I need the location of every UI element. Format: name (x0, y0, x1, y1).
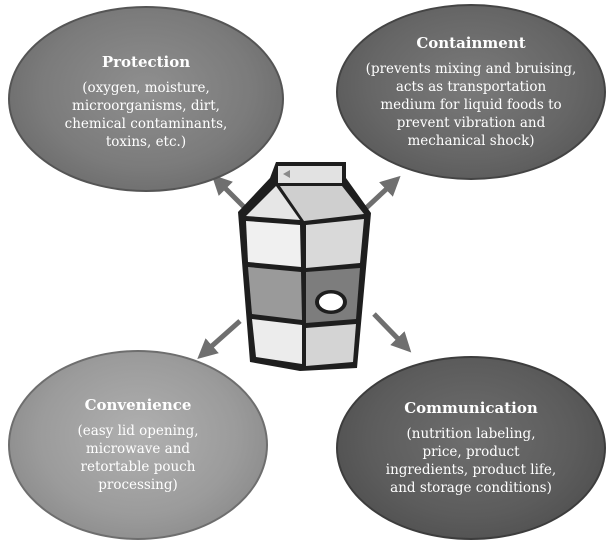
carton-lower-right (306, 324, 356, 366)
carton-top-fin (278, 166, 342, 183)
arrow-to-convenience (197, 319, 242, 359)
carton-roof-right (280, 186, 364, 221)
containment-bubble: Containment (prevents mixing and bruisin… (336, 4, 606, 180)
carton-upper-left (246, 221, 301, 267)
containment-title: Containment (416, 34, 526, 52)
convenience-line: microwave and (85, 441, 191, 457)
protection-title: Protection (101, 53, 191, 71)
convenience-line: retortable pouch (80, 459, 196, 475)
communication-line: ingredients, product life, (385, 462, 557, 478)
protection-line: chemical contaminants, (64, 116, 228, 132)
containment-line: mechanical shock) (407, 133, 535, 149)
communication-description: (nutrition labeling, price, product ingr… (386, 425, 556, 497)
containment-line: prevent vibration and (396, 115, 546, 131)
communication-line: price, product (422, 444, 520, 460)
containment-description: (prevents mixing and bruising, acts as t… (366, 60, 577, 150)
convenience-line: processing) (98, 477, 178, 493)
convenience-line: (easy lid opening, (77, 423, 199, 439)
protection-description: (oxygen, moisture, microorganisms, dirt,… (65, 79, 228, 151)
carton-band-left (248, 267, 302, 320)
containment-line: acts as transportation (395, 79, 547, 95)
convenience-title: Convenience (84, 396, 192, 414)
communication-bubble: Communication (nutrition labeling, price… (336, 356, 606, 540)
protection-line: (oxygen, moisture, (82, 80, 210, 96)
carton-lower-left (252, 319, 302, 364)
milk-carton-icon (238, 162, 371, 371)
communication-line: and storage conditions) (390, 480, 552, 496)
containment-line: medium for liquid foods to (380, 97, 562, 113)
convenience-description: (easy lid opening, microwave and retorta… (77, 422, 198, 494)
containment-line: (prevents mixing and bruising, (365, 61, 577, 77)
communication-line: (nutrition labeling, (406, 426, 536, 442)
arrow-to-protection (211, 174, 248, 211)
carton-roof-left (246, 186, 300, 220)
arrow-to-containment (362, 175, 401, 212)
arrow-to-communication (372, 312, 412, 353)
protection-line: microorganisms, dirt, (72, 98, 220, 114)
carton-upper-right (306, 219, 364, 268)
convenience-bubble: Convenience (easy lid opening, microwave… (8, 350, 268, 540)
protection-line: toxins, etc.) (105, 134, 187, 150)
protection-bubble: Protection (oxygen, moisture, microorgan… (8, 6, 284, 192)
communication-title: Communication (404, 399, 538, 417)
